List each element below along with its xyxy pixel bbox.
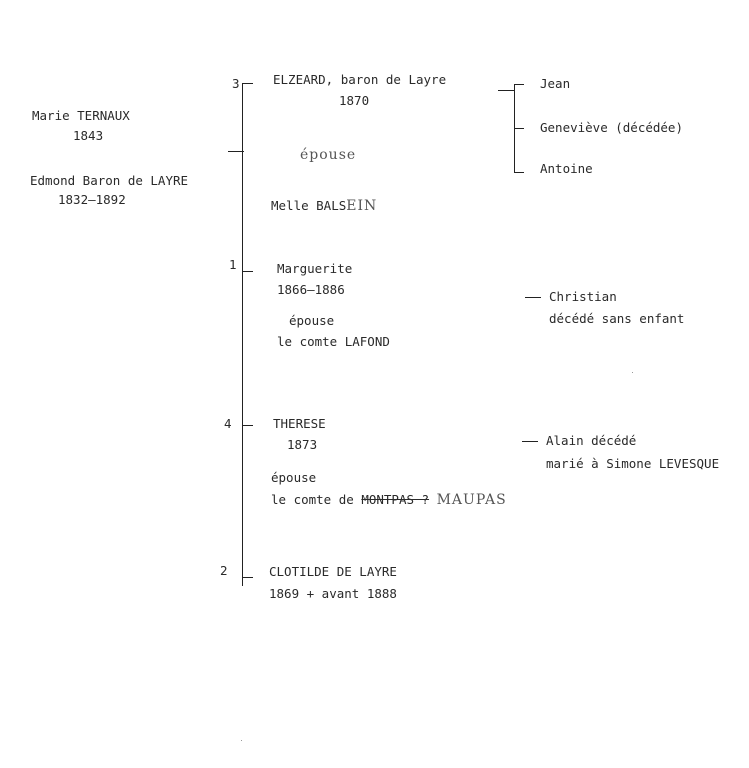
spouse-name-typed: Melle BALS bbox=[271, 198, 347, 213]
descendant-branch-line bbox=[514, 172, 524, 173]
descendant-name: Jean bbox=[540, 76, 571, 91]
branch-line-clotilde bbox=[243, 577, 253, 578]
spouse-name: le comte LAFOND bbox=[277, 334, 390, 349]
child-year: 1869 + avant 1888 bbox=[269, 586, 397, 601]
branch-line-therese bbox=[243, 425, 253, 426]
descendant-note: marié à Simone LEVESQUE bbox=[546, 456, 720, 471]
spouse-label: épouse bbox=[271, 470, 317, 485]
scan-speck bbox=[632, 372, 633, 373]
father-name: Edmond Baron de LAYRE bbox=[30, 173, 189, 188]
main-trunk-line bbox=[242, 83, 243, 586]
spouse-name-typed: le comte de bbox=[271, 492, 354, 507]
descendant-branch-line bbox=[525, 297, 541, 298]
descendant-name: Christian bbox=[549, 289, 617, 304]
birth-order-number: 2 bbox=[220, 563, 228, 578]
branch-line-marguerite bbox=[243, 271, 253, 272]
scan-speck bbox=[241, 740, 242, 741]
spouse-name: Melle BALSEIN bbox=[271, 199, 377, 213]
spouse-label: épouse bbox=[300, 147, 357, 163]
descendant-branch-line bbox=[514, 128, 524, 129]
child-year: 1866–1886 bbox=[277, 282, 345, 297]
descendant-name: Geneviève (décédée) bbox=[540, 120, 683, 135]
child-year: 1870 bbox=[339, 93, 370, 108]
spouse-name-handwritten: MAUPAS bbox=[436, 492, 507, 508]
child-year: 1873 bbox=[287, 437, 318, 452]
spouse-name-handwritten: EIN bbox=[346, 198, 378, 214]
branch-line-elzeard bbox=[243, 83, 253, 84]
child-name: ELZEARD, baron de Layre bbox=[273, 72, 447, 87]
birth-order-number: 1 bbox=[229, 257, 237, 272]
spouse-name-crossed-out: MONTPAS ? bbox=[361, 492, 430, 507]
spouse-name: le comte de MONTPAS ? MAUPAS bbox=[271, 493, 507, 507]
descendant-name: Antoine bbox=[540, 161, 593, 176]
child-name: THERESE bbox=[273, 416, 326, 431]
parents-connector-line bbox=[228, 151, 244, 152]
descendant-branch-line bbox=[514, 84, 524, 85]
father-years: 1832–1892 bbox=[58, 192, 126, 207]
spouse-label: épouse bbox=[289, 313, 335, 328]
birth-order-number: 4 bbox=[224, 416, 232, 431]
mother-year: 1843 bbox=[73, 128, 104, 143]
descendant-note: décédé sans enfant bbox=[549, 311, 685, 326]
descendant-branch-line bbox=[522, 441, 538, 442]
mother-name: Marie TERNAUX bbox=[32, 108, 130, 123]
child-name: CLOTILDE DE LAYRE bbox=[269, 564, 397, 579]
child-name: Marguerite bbox=[277, 261, 353, 276]
descendants-connector-line bbox=[498, 90, 515, 91]
birth-order-number: 3 bbox=[232, 76, 240, 91]
descendant-name: Alain décédé bbox=[546, 433, 637, 448]
